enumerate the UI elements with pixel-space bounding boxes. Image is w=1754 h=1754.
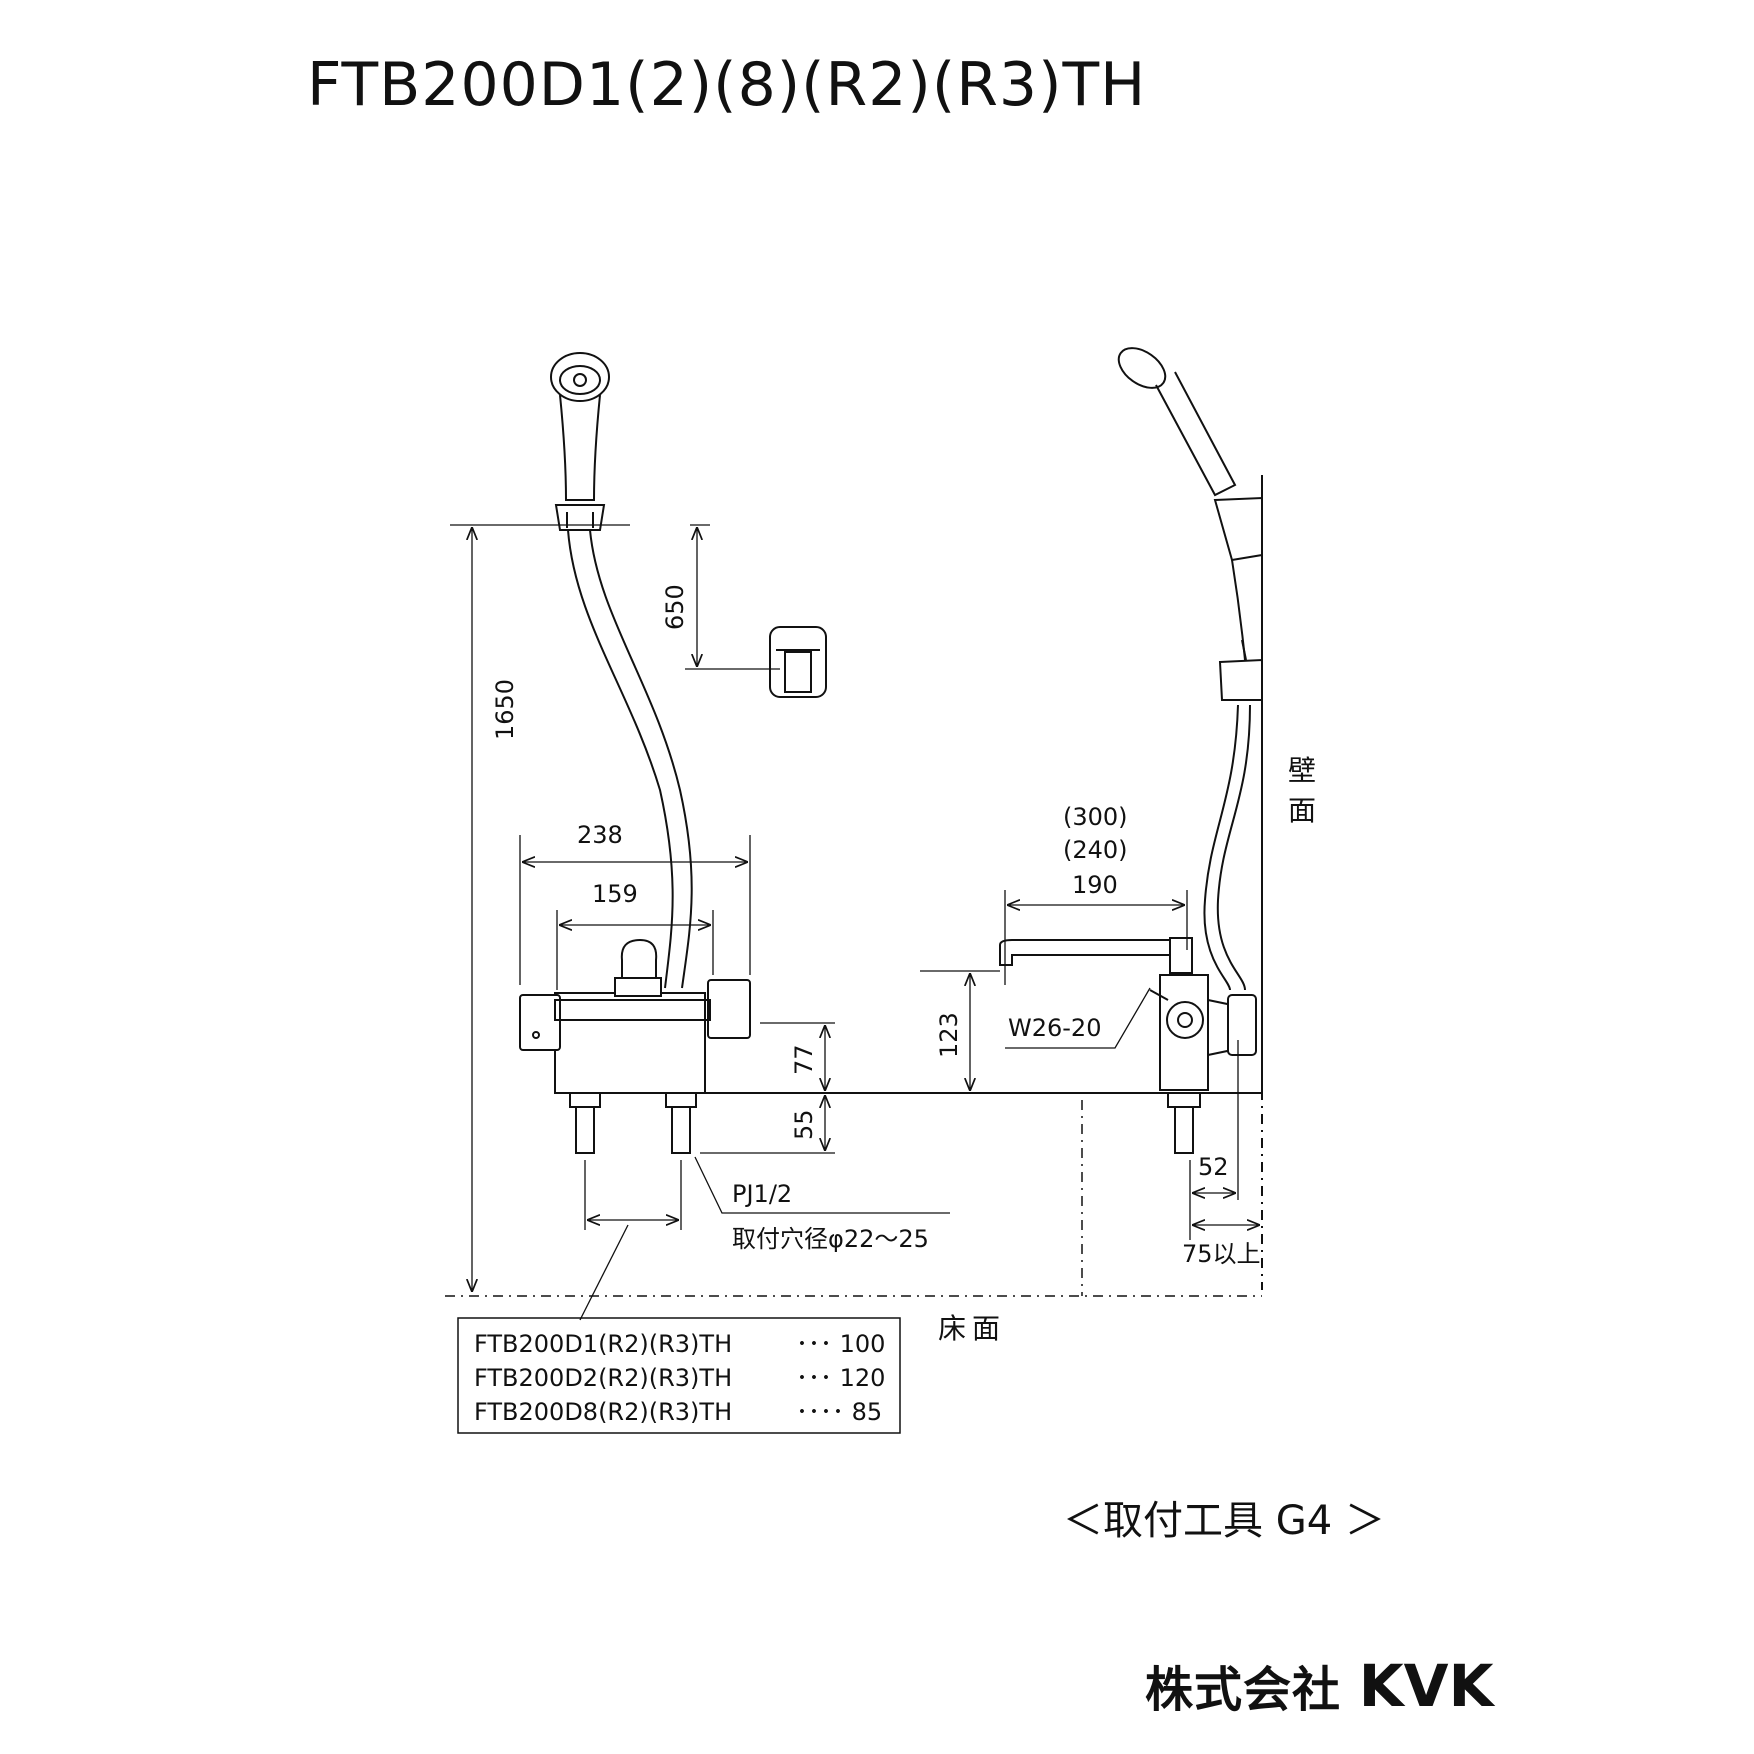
dim-300: (300) xyxy=(1063,803,1128,831)
dim-55: 55 xyxy=(790,1109,818,1140)
pitch-value: ･･･ 120 xyxy=(796,1364,885,1392)
supply-pipe-side xyxy=(1167,1092,1201,1154)
shower-head-icon xyxy=(550,352,610,501)
company-brand: KVK xyxy=(1358,1652,1494,1720)
tool-label: ＜取付工具 G4 ＞ xyxy=(1063,1498,1385,1544)
floor-label: 床面 xyxy=(938,1312,1006,1345)
company-prefix: 株式会社 xyxy=(1145,1662,1342,1718)
dim-77: 77 xyxy=(790,1044,818,1075)
dim-238: 238 xyxy=(577,821,623,849)
dim-1650: 1650 xyxy=(491,679,519,740)
mixer-body-front xyxy=(519,938,751,1094)
valve-body-side xyxy=(1149,974,1257,1091)
shower-holder-icon xyxy=(554,504,606,531)
dim-52: 52 xyxy=(1198,1153,1229,1181)
thread-label: W26-20 xyxy=(1008,1014,1101,1042)
company-logo: 株式会社 KVK xyxy=(1145,1650,1494,1720)
shower-head-side-icon xyxy=(1117,347,1237,497)
pitch-model: FTB200D2(R2)(R3)TH xyxy=(474,1364,732,1392)
supply-pipes-front xyxy=(569,1092,697,1154)
pipe-label: PJ1/2 xyxy=(732,1180,792,1208)
shower-hose-side xyxy=(1203,704,1251,991)
dim-75: 75以上 xyxy=(1182,1240,1261,1268)
dim-123: 123 xyxy=(935,1012,963,1058)
pitch-value: ････ 85 xyxy=(796,1398,882,1426)
wall-label-2: 面 xyxy=(1288,794,1316,827)
pitch-model: FTB200D1(R2)(R3)TH xyxy=(474,1330,732,1358)
pitch-table: FTB200D1(R2)(R3)TH ･･･ 100 FTB200D2(R2)(… xyxy=(474,1330,885,1426)
spout-side xyxy=(999,937,1193,974)
pitch-model: FTB200D8(R2)(R3)TH xyxy=(474,1398,732,1426)
dim-159: 159 xyxy=(592,880,638,908)
wall-holder-icon xyxy=(769,626,827,698)
dim-650: 650 xyxy=(661,584,689,630)
dim-240: (240) xyxy=(1063,836,1128,864)
slide-bar-side xyxy=(1213,496,1263,701)
wall-label-1: 壁 xyxy=(1288,754,1316,787)
hole-label: 取付穴径φ22～25 xyxy=(732,1225,929,1253)
pitch-table-box xyxy=(457,1317,901,1434)
dim-190: 190 xyxy=(1072,871,1118,899)
pitch-value: ･･･ 100 xyxy=(796,1330,885,1358)
drawing-title: FTB200D1(2)(8)(R2)(R3)TH xyxy=(307,50,1147,120)
